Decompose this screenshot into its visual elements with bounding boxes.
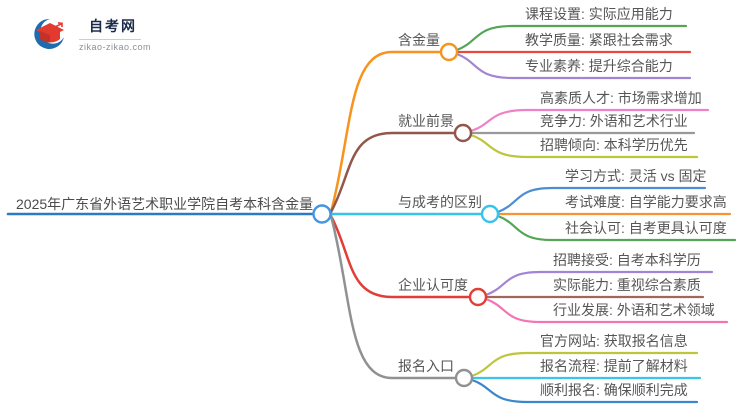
subtopic-label[interactable]: 报名流程: 提前了解材料 xyxy=(540,358,688,374)
subtopic-edge xyxy=(496,186,707,214)
branch-label[interactable]: 就业前景 xyxy=(398,113,454,129)
branch-node-handle[interactable] xyxy=(454,368,474,388)
subtopic-label[interactable]: 顺利报名: 确保顺利完成 xyxy=(540,382,688,398)
branch-label[interactable]: 含金量 xyxy=(398,32,440,48)
branch-label[interactable]: 与成考的区别 xyxy=(398,194,482,210)
branch-node-handle[interactable] xyxy=(453,123,473,143)
subtopic-edge xyxy=(484,270,714,297)
central-topic[interactable]: 2025年广东省外语艺术职业学院自考本科含金量 xyxy=(16,196,314,212)
subtopic-label[interactable]: 社会认可: 自考更具认可度 xyxy=(565,220,727,236)
subtopic-label[interactable]: 官方网站: 获取报名信息 xyxy=(540,333,688,349)
subtopic-label[interactable]: 学习方式: 灵活 vs 固定 xyxy=(565,168,707,184)
branch-edge xyxy=(329,131,457,214)
subtopic-edge xyxy=(455,52,692,80)
branch-edge xyxy=(329,214,472,299)
site-logo[interactable]: 自考网 zikao-zikao.com xyxy=(33,16,151,52)
subtopic-label[interactable]: 招聘接受: 自考本科学历 xyxy=(553,252,701,268)
subtopic-label[interactable]: 竞争力: 外语和艺术行业 xyxy=(540,113,688,129)
central-node-handle[interactable] xyxy=(312,204,332,224)
branch-label[interactable]: 报名入口 xyxy=(398,358,454,374)
subtopic-label[interactable]: 专业素养: 提升综合能力 xyxy=(525,58,673,74)
logo-divider xyxy=(79,39,141,40)
branch-node-handle[interactable] xyxy=(468,287,488,307)
branch-node-handle[interactable] xyxy=(439,42,459,62)
logo-site-url: zikao-zikao.com xyxy=(79,42,152,52)
subtopic-edge xyxy=(455,24,688,52)
subtopic-edge xyxy=(470,378,699,404)
subtopic-label[interactable]: 招聘倾向: 本科学历优先 xyxy=(540,137,688,153)
subtopic-edge xyxy=(469,108,710,133)
branch-edge xyxy=(329,214,458,380)
subtopic-edge xyxy=(470,351,699,378)
subtopic-label[interactable]: 考试难度: 自学能力要求高 xyxy=(565,194,727,210)
branch-label[interactable]: 企业认可度 xyxy=(398,277,468,293)
subtopic-label[interactable]: 高素质人才: 市场需求增加 xyxy=(540,90,702,106)
subtopic-label[interactable]: 实际能力: 重视综合素质 xyxy=(553,277,701,293)
subtopic-edge xyxy=(484,297,729,324)
subtopic-edge xyxy=(469,133,699,159)
branch-edge xyxy=(329,50,443,214)
logo-site-name: 自考网 xyxy=(89,18,137,34)
logo-graduation-cap-icon xyxy=(34,18,64,49)
subtopic-edge xyxy=(496,214,737,242)
subtopic-label[interactable]: 教学质量: 紧跟社会需求 xyxy=(525,32,673,48)
subtopic-label[interactable]: 课程设置: 实际应用能力 xyxy=(525,6,673,22)
branch-node-handle[interactable] xyxy=(480,204,500,224)
subtopic-label[interactable]: 行业发展: 外语和艺术领域 xyxy=(553,302,715,318)
